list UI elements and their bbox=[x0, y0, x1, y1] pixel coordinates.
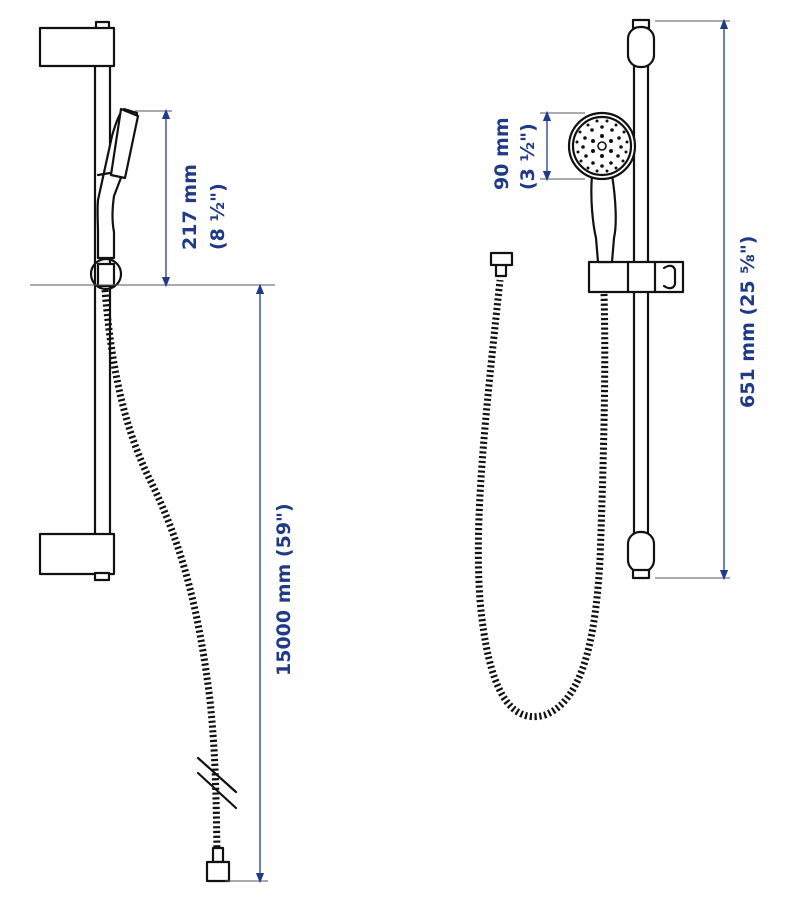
dim-217-inch-label: (8 ½") bbox=[207, 183, 229, 250]
top-wall-bracket bbox=[38, 20, 116, 68]
side-view: 217 mm (8 ½") 15000 mm (59") bbox=[30, 20, 295, 884]
bottom-wall-bracket bbox=[38, 532, 116, 582]
dim-90-label: 90 mm bbox=[491, 117, 513, 190]
top-end-cap bbox=[626, 18, 656, 69]
hose-end-connector bbox=[489, 251, 514, 278]
dim-15000-label: 15000 mm (59") bbox=[273, 503, 295, 676]
spray-nozzles bbox=[575, 119, 629, 173]
dimension-15000: 15000 mm (59") bbox=[225, 283, 295, 884]
break-symbol bbox=[196, 756, 238, 810]
hand-shower-front bbox=[567, 111, 637, 264]
dimension-90: 90 mm (3 ½") bbox=[491, 110, 585, 190]
dim-651-label: 651 mm (25 ⅝") bbox=[737, 236, 759, 408]
front-view: 90 mm (3 ½") 651 mm (25 ⅝") bbox=[474, 18, 759, 721]
rail-front bbox=[632, 53, 650, 545]
dimension-217: 217 mm (8 ½") bbox=[30, 108, 275, 288]
dim-217-label: 217 mm bbox=[179, 164, 201, 250]
bottom-end-cap bbox=[626, 530, 656, 580]
hose-side bbox=[101, 289, 221, 856]
dimension-651: 651 mm (25 ⅝") bbox=[655, 18, 759, 581]
hose-front bbox=[474, 279, 609, 721]
hand-shower-side bbox=[89, 107, 140, 291]
hose-end-fitting bbox=[205, 846, 231, 883]
slider-holder bbox=[587, 260, 685, 294]
dim-90-inch-label: (3 ½") bbox=[517, 123, 539, 190]
